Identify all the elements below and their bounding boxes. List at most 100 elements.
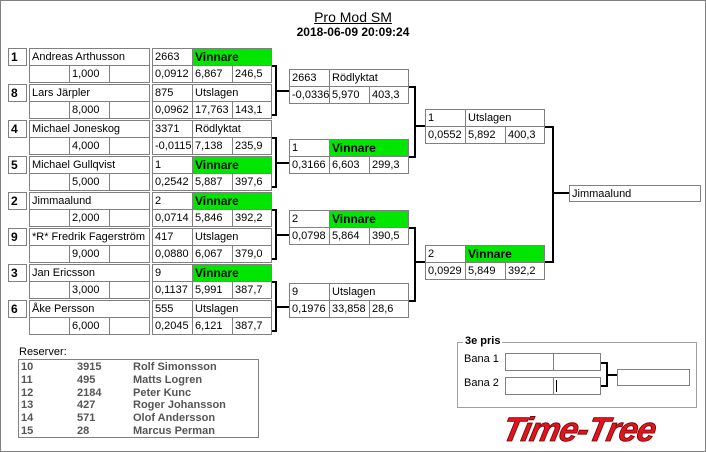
speed[interactable]: 235,9	[232, 137, 272, 155]
speed[interactable]: 387,7	[232, 317, 272, 335]
reaction-time[interactable]: 0,3166	[289, 156, 330, 174]
lane2-cell-b[interactable]	[553, 377, 601, 395]
speed[interactable]: 143,1	[232, 101, 272, 119]
lane1-cell-a[interactable]	[505, 353, 554, 371]
elapsed-time[interactable]: 33,858	[329, 300, 370, 318]
status-cell[interactable]: Vinnare	[192, 48, 272, 66]
car-number[interactable]: 2	[289, 210, 330, 228]
reaction-time[interactable]: 0,0929	[425, 262, 466, 280]
blank-cell[interactable]	[29, 137, 70, 155]
elapsed-time[interactable]: 6,867	[192, 65, 233, 83]
blank-cell[interactable]	[29, 317, 70, 335]
reaction-time[interactable]: -0,0336	[289, 86, 330, 104]
blank-cell[interactable]	[109, 317, 150, 335]
speed[interactable]: 387,7	[232, 281, 272, 299]
blank-cell[interactable]	[29, 281, 70, 299]
elapsed-time[interactable]: 5,864	[329, 227, 370, 245]
third-place-result[interactable]	[617, 369, 690, 386]
status-cell[interactable]: Rödlyktat	[329, 69, 409, 87]
status-cell[interactable]: Utslagen	[192, 300, 272, 318]
lane2-cell-a[interactable]	[505, 377, 554, 395]
elapsed-time[interactable]: 7,138	[192, 137, 233, 155]
blank-cell[interactable]	[29, 173, 70, 191]
status-cell[interactable]: Vinnare	[192, 156, 272, 174]
status-cell[interactable]: Utslagen	[192, 228, 272, 246]
elapsed-time[interactable]: 6,121	[192, 317, 233, 335]
driver-name[interactable]: *R* Fredrik Fagerström	[29, 228, 150, 246]
dial-in[interactable]: 4,000	[69, 137, 110, 155]
dial-in[interactable]: 2,000	[69, 209, 110, 227]
status-cell[interactable]: Utslagen	[192, 84, 272, 102]
reaction-time[interactable]: 0,0880	[152, 245, 193, 263]
car-number[interactable]: 3371	[152, 120, 193, 138]
status-cell[interactable]: Vinnare	[192, 264, 272, 282]
elapsed-time[interactable]: 6,603	[329, 156, 370, 174]
status-cell[interactable]: Vinnare	[192, 192, 272, 210]
speed[interactable]: 299,3	[369, 156, 409, 174]
blank-cell[interactable]	[109, 137, 150, 155]
reaction-time[interactable]: 0,0798	[289, 227, 330, 245]
elapsed-time[interactable]: 5,887	[192, 173, 233, 191]
dial-in[interactable]: 8,000	[69, 101, 110, 119]
driver-name[interactable]: Michael Joneskog	[29, 120, 150, 138]
speed[interactable]: 246,5	[232, 65, 272, 83]
speed[interactable]: 397,6	[232, 173, 272, 191]
reaction-time[interactable]: 0,0912	[152, 65, 193, 83]
blank-cell[interactable]	[109, 245, 150, 263]
blank-cell[interactable]	[109, 101, 150, 119]
car-number[interactable]: 2	[152, 192, 193, 210]
elapsed-time[interactable]: 5,991	[192, 281, 233, 299]
car-number[interactable]: 555	[152, 300, 193, 318]
status-cell[interactable]: Rödlyktat	[192, 120, 272, 138]
speed[interactable]: 379,0	[232, 245, 272, 263]
car-number[interactable]: 2663	[152, 48, 193, 66]
driver-name[interactable]: Lars Järpler	[29, 84, 150, 102]
car-number[interactable]: 9	[289, 283, 330, 301]
car-number[interactable]: 1	[152, 156, 193, 174]
reaction-time[interactable]: 0,1976	[289, 300, 330, 318]
reaction-time[interactable]: -0,0115	[152, 137, 193, 155]
status-cell[interactable]: Vinnare	[329, 139, 409, 157]
speed[interactable]: 392,2	[232, 209, 272, 227]
blank-cell[interactable]	[109, 281, 150, 299]
driver-name[interactable]: Michael Gullqvist	[29, 156, 150, 174]
reaction-time[interactable]: 0,2542	[152, 173, 193, 191]
car-number[interactable]: 1	[289, 139, 330, 157]
speed[interactable]: 403,3	[369, 86, 409, 104]
driver-name[interactable]: Andreas Arthusson	[29, 48, 150, 66]
reaction-time[interactable]: 0,0552	[425, 126, 466, 144]
speed[interactable]: 390,5	[369, 227, 409, 245]
elapsed-time[interactable]: 5,892	[465, 126, 506, 144]
car-number[interactable]: 875	[152, 84, 193, 102]
speed[interactable]: 400,3	[505, 126, 545, 144]
driver-name[interactable]: Åke Persson	[29, 300, 150, 318]
reaction-time[interactable]: 0,2045	[152, 317, 193, 335]
final-winner[interactable]: Jimmaalund	[569, 185, 701, 202]
status-cell[interactable]: Vinnare	[465, 245, 545, 263]
driver-name[interactable]: Jan Ericsson	[29, 264, 150, 282]
car-number[interactable]: 2	[425, 245, 466, 263]
car-number[interactable]: 417	[152, 228, 193, 246]
blank-cell[interactable]	[109, 209, 150, 227]
car-number[interactable]: 1	[425, 109, 466, 127]
reaction-time[interactable]: 0,1137	[152, 281, 193, 299]
elapsed-time[interactable]: 17,763	[192, 101, 233, 119]
reaction-time[interactable]: 0,0962	[152, 101, 193, 119]
driver-name[interactable]: Jimmaalund	[29, 192, 150, 210]
dial-in[interactable]: 3,000	[69, 281, 110, 299]
status-cell[interactable]: Vinnare	[329, 210, 409, 228]
elapsed-time[interactable]: 5,970	[329, 86, 370, 104]
car-number[interactable]: 2663	[289, 69, 330, 87]
status-cell[interactable]: Utslagen	[465, 109, 545, 127]
speed[interactable]: 392,2	[505, 262, 545, 280]
car-number[interactable]: 9	[152, 264, 193, 282]
dial-in[interactable]: 1,000	[69, 65, 110, 83]
speed[interactable]: 28,6	[369, 300, 409, 318]
dial-in[interactable]: 6,000	[69, 317, 110, 335]
